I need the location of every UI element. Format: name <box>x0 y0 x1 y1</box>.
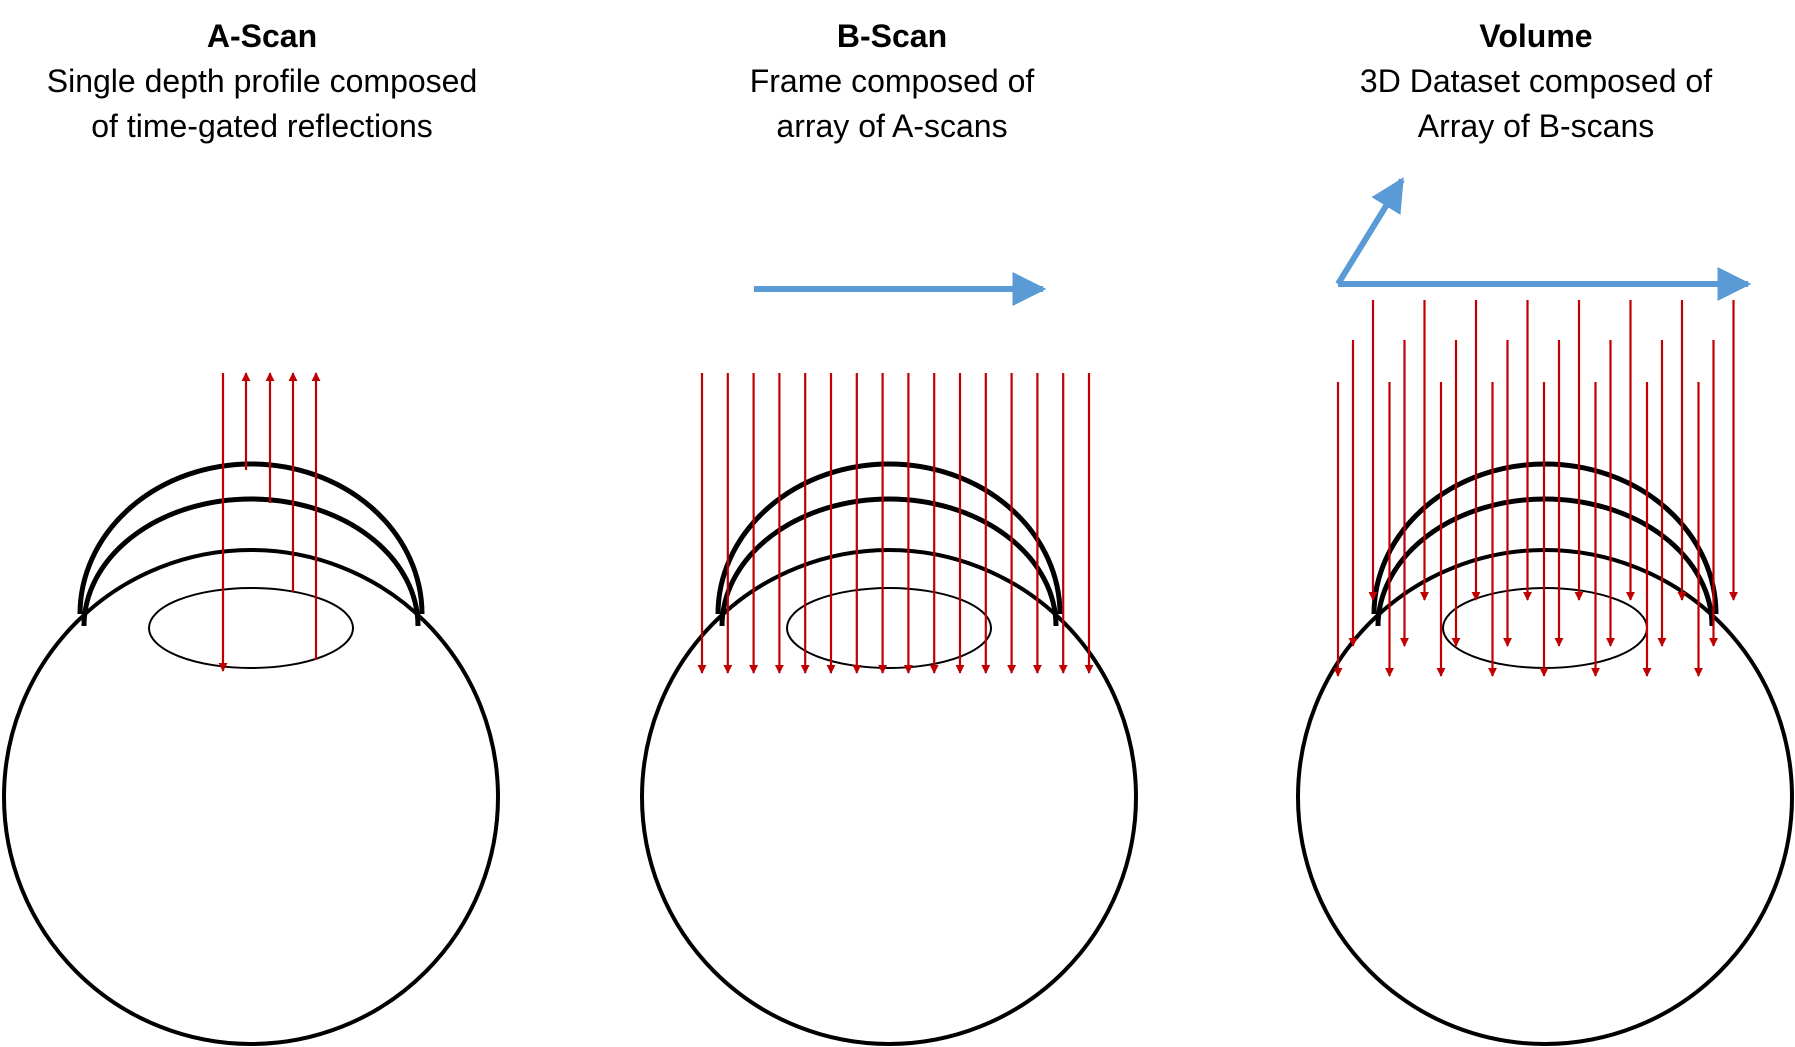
cornea-inner-arc <box>719 496 1059 627</box>
volume-y-direction-arrow <box>1335 177 1405 286</box>
cornea-outer-arc <box>715 461 1063 615</box>
panel-desc-b-scan-2: array of A-scans <box>776 108 1008 144</box>
panel-title-b-scan: B-Scan <box>836 18 948 54</box>
caption-b-scan: B-Scan Frame composed of array of A-scan… <box>612 14 1172 149</box>
lens-outline <box>786 587 992 669</box>
eye-1 <box>2 461 500 1046</box>
beams-layer <box>218 300 1738 677</box>
panel-desc-b-scan-1: Frame composed of <box>749 63 1035 99</box>
cornea-inner-arc <box>81 496 421 627</box>
lens-outline <box>148 587 354 669</box>
scan-direction-layer <box>754 177 1752 306</box>
panel-desc-a-scan-2: of time-gated reflections <box>91 108 433 144</box>
panel-title-a-scan: A-Scan <box>206 18 318 54</box>
panel-title-volume: Volume <box>1479 18 1593 54</box>
panel-desc-a-scan-1: Single depth profile composed <box>46 63 478 99</box>
cornea-outer-arc <box>77 461 425 615</box>
caption-volume: Volume 3D Dataset composed of Array of B… <box>1256 14 1795 149</box>
eye-2 <box>640 461 1138 1046</box>
eyes-layer <box>2 461 1794 1046</box>
panel-desc-volume-2: Array of B-scans <box>1417 108 1655 144</box>
caption-a-scan: A-Scan Single depth profile composed of … <box>0 14 542 149</box>
eyeball-outline <box>640 548 1138 1046</box>
panel-desc-volume-1: 3D Dataset composed of <box>1359 63 1713 99</box>
eyeball-outline <box>2 548 500 1046</box>
